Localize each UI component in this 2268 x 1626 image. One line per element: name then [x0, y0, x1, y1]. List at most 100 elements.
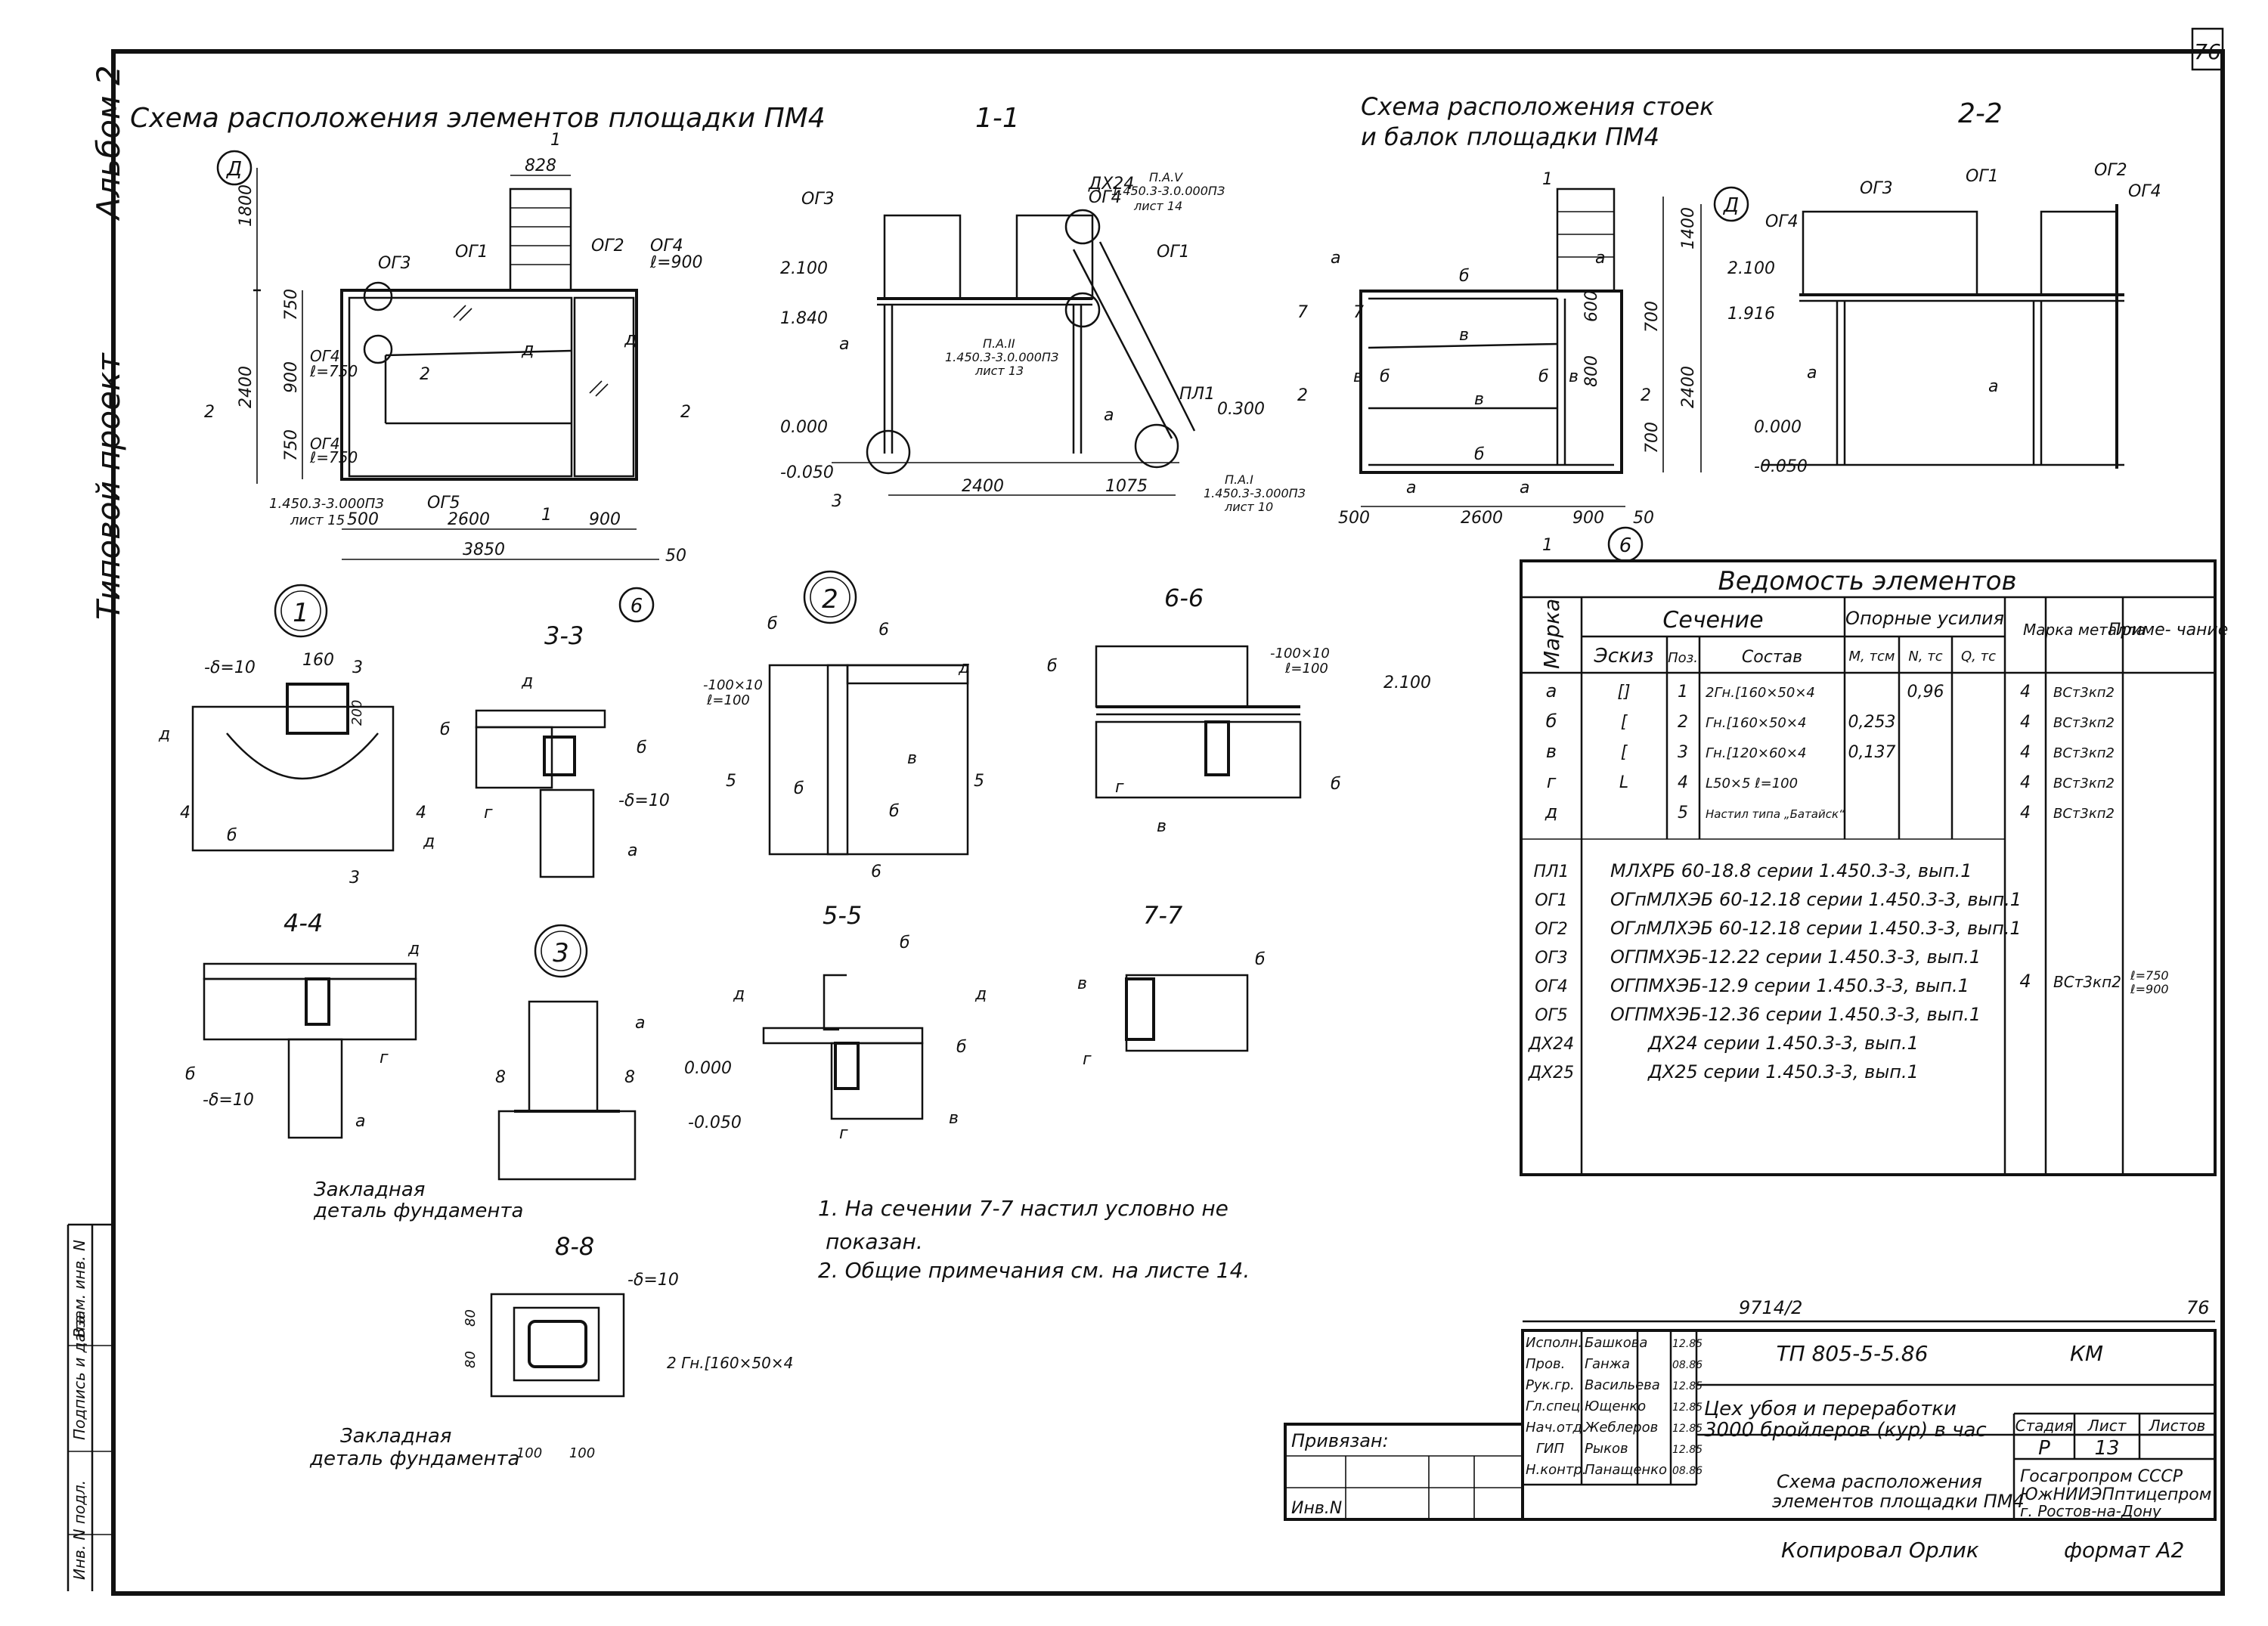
spec-row-g: г L 4 L50×5 ℓ=100 4 ВСт3кп2 — [1547, 771, 2115, 792]
svg-text:Гн.[120×60×4: Гн.[120×60×4 — [1706, 745, 1806, 761]
svg-text:-100×10: -100×10 — [703, 677, 763, 693]
svg-text:М, тсм: М, тсм — [1849, 649, 1895, 664]
svg-text:б: б — [1380, 367, 1390, 386]
svg-text:7: 7 — [1297, 303, 1308, 322]
svg-text:Эскиз: Эскиз — [1594, 645, 1654, 667]
svg-text:[]: [] — [1617, 683, 1630, 702]
svg-text:-0.050: -0.050 — [780, 463, 834, 482]
svg-text:5: 5 — [726, 772, 736, 791]
svg-text:Д: Д — [1723, 194, 1739, 217]
svg-text:ЮжНИИЭПптицепром: ЮжНИИЭПптицепром — [2020, 1485, 2211, 1504]
svg-text:2: 2 — [1678, 713, 1688, 732]
svg-text:формат А2: формат А2 — [2064, 1538, 2184, 1563]
svg-text:160: 160 — [302, 651, 334, 670]
svg-text:а: а — [1546, 680, 1557, 702]
svg-text:ОГ3: ОГ3 — [801, 190, 835, 209]
svg-text:2: 2 — [420, 365, 430, 384]
svg-text:828: 828 — [525, 156, 556, 175]
spec-row-b: б [ 2 Гн.[160×50×4 0,253 4 ВСт3кп2 — [1546, 711, 2115, 732]
svg-text:д: д — [423, 832, 435, 851]
svg-text:д: д — [958, 658, 970, 677]
svg-text:3850: 3850 — [463, 540, 505, 559]
svg-text:Q, тс: Q, тс — [1961, 649, 1996, 664]
svg-text:4: 4 — [416, 804, 426, 822]
svg-text:76: 76 — [2186, 1297, 2210, 1318]
svg-text:2.100: 2.100 — [1727, 259, 1775, 278]
section-4-4-title: 4-4 — [284, 909, 323, 937]
posts-beams-title-2: и балок площадки ПМ4 — [1361, 122, 1659, 151]
svg-text:а: а — [635, 1014, 645, 1033]
svg-text:б: б — [794, 779, 804, 798]
svg-text:ℓ=750: ℓ=750 — [309, 448, 358, 466]
svg-text:12.85: 12.85 — [1672, 1338, 1703, 1350]
svg-text:Приме- чание: Приме- чание — [2108, 621, 2229, 640]
svg-text:ОГ4: ОГ4 — [310, 435, 340, 453]
svg-text:б: б — [1538, 367, 1549, 386]
svg-text:Листов: Листов — [2149, 1417, 2206, 1435]
svg-text:д: д — [521, 672, 533, 691]
svg-text:100: 100 — [569, 1445, 595, 1461]
svg-text:а: а — [1988, 377, 1998, 396]
svg-text:12.85: 12.85 — [1672, 1380, 1703, 1392]
section-1-1-title: 1-1 — [975, 103, 1020, 134]
svg-text:2400: 2400 — [962, 477, 1004, 496]
view-section-5-5: 5-5 б д д б г в — [733, 901, 987, 1143]
svg-text:-100×10: -100×10 — [1270, 646, 1330, 661]
svg-text:Привязан:: Привязан: — [1291, 1430, 1389, 1451]
svg-text:2600: 2600 — [448, 510, 490, 529]
embedded-2-line2: деталь фундамента — [309, 1448, 519, 1470]
svg-text:Васильева: Васильева — [1585, 1377, 1660, 1393]
svg-text:Марка: Марка — [1539, 599, 1564, 669]
svg-text:лист 10: лист 10 — [1224, 500, 1273, 514]
view-section-1-1: 1-1 2400 1075 2.100 1.840 0.000 -0.050 0… — [780, 103, 1306, 514]
svg-text:1.450.3-3.000ПЗ: 1.450.3-3.000ПЗ — [269, 496, 384, 512]
posts-beams-title-1: Схема расположения стоек — [1361, 92, 1715, 121]
svg-text:б: б — [1255, 950, 1266, 969]
svg-text:ОГ2: ОГ2 — [2094, 161, 2127, 180]
svg-text:700: 700 — [1643, 422, 1662, 454]
svg-text:3000 бройлеров (кур) в час: 3000 бройлеров (кур) в час — [1704, 1419, 1987, 1442]
svg-text:в: в — [1569, 367, 1579, 386]
svg-text:Башкова: Башкова — [1585, 1335, 1647, 1351]
svg-text:6: 6 — [631, 595, 643, 618]
svg-text:ОГ4: ОГ4 — [1535, 977, 1568, 996]
spec-row-v: в [ 3 Гн.[120×60×4 0,137 4 ВСт3кп2 — [1546, 741, 2115, 762]
view-section-7-7: 7-7 в б г — [1077, 901, 1266, 1069]
svg-text:200: 200 — [349, 700, 365, 726]
svg-text:1.840: 1.840 — [780, 309, 828, 328]
svg-text:Исполн.: Исполн. — [1526, 1335, 1582, 1351]
svg-text:3: 3 — [832, 492, 842, 511]
svg-text:д: д — [974, 985, 987, 1004]
svg-text:0.300: 0.300 — [1217, 400, 1265, 419]
svg-text:а: а — [1331, 249, 1340, 268]
svg-text:д: д — [158, 725, 170, 744]
svg-text:ДХ24 серии 1.450.3-3, вып.1: ДХ24 серии 1.450.3-3, вып.1 — [1647, 1033, 1919, 1054]
svg-text:Инв.N: Инв.N — [1291, 1499, 1342, 1518]
svg-text:Госагропром СССР: Госагропром СССР — [2020, 1467, 2183, 1486]
project-label: Типовой проект — [90, 352, 127, 620]
note-1: 1. На сечении 7-7 настил условно не — [818, 1196, 1228, 1221]
svg-text:а: а — [1104, 406, 1114, 425]
svg-text:-δ=10: -δ=10 — [204, 658, 256, 677]
svg-text:а: а — [839, 335, 849, 354]
svg-text:1.916: 1.916 — [1727, 305, 1775, 324]
svg-text:3: 3 — [349, 869, 360, 887]
svg-text:б: б — [1331, 775, 1341, 794]
svg-text:МЛХРБ 60-18.8 серии 1.450.3-3,: МЛХРБ 60-18.8 серии 1.450.3-3, вып.1 — [1610, 860, 1972, 881]
svg-text:ОГПМХЭБ-12.9 серии 1.450.3-3,: ОГПМХЭБ-12.9 серии 1.450.3-3, вып.1 — [1610, 975, 1969, 996]
svg-text:8: 8 — [495, 1068, 506, 1087]
svg-text:Ганжа: Ганжа — [1585, 1356, 1630, 1372]
svg-text:ℓ=750: ℓ=750 — [2130, 968, 2169, 983]
svg-text:в: в — [1459, 326, 1469, 345]
svg-text:ДХ25 серии 1.450.3-3, вып.1: ДХ25 серии 1.450.3-3, вып.1 — [1647, 1061, 1919, 1082]
svg-text:ВСт3кп2: ВСт3кп2 — [2053, 715, 2115, 731]
svg-text:900: 900 — [1572, 509, 1604, 528]
svg-text:П.А.V: П.А.V — [1149, 170, 1183, 184]
svg-text:б: б — [185, 1065, 196, 1084]
svg-text:0.000: 0.000 — [1754, 418, 1802, 437]
svg-text:80: 80 — [463, 1309, 479, 1327]
svg-text:Н.контр.: Н.контр. — [1526, 1462, 1587, 1478]
svg-text:750: 750 — [282, 289, 301, 321]
svg-text:ВСт3кп2: ВСт3кп2 — [2053, 745, 2115, 761]
svg-text:0,96: 0,96 — [1907, 683, 1944, 702]
